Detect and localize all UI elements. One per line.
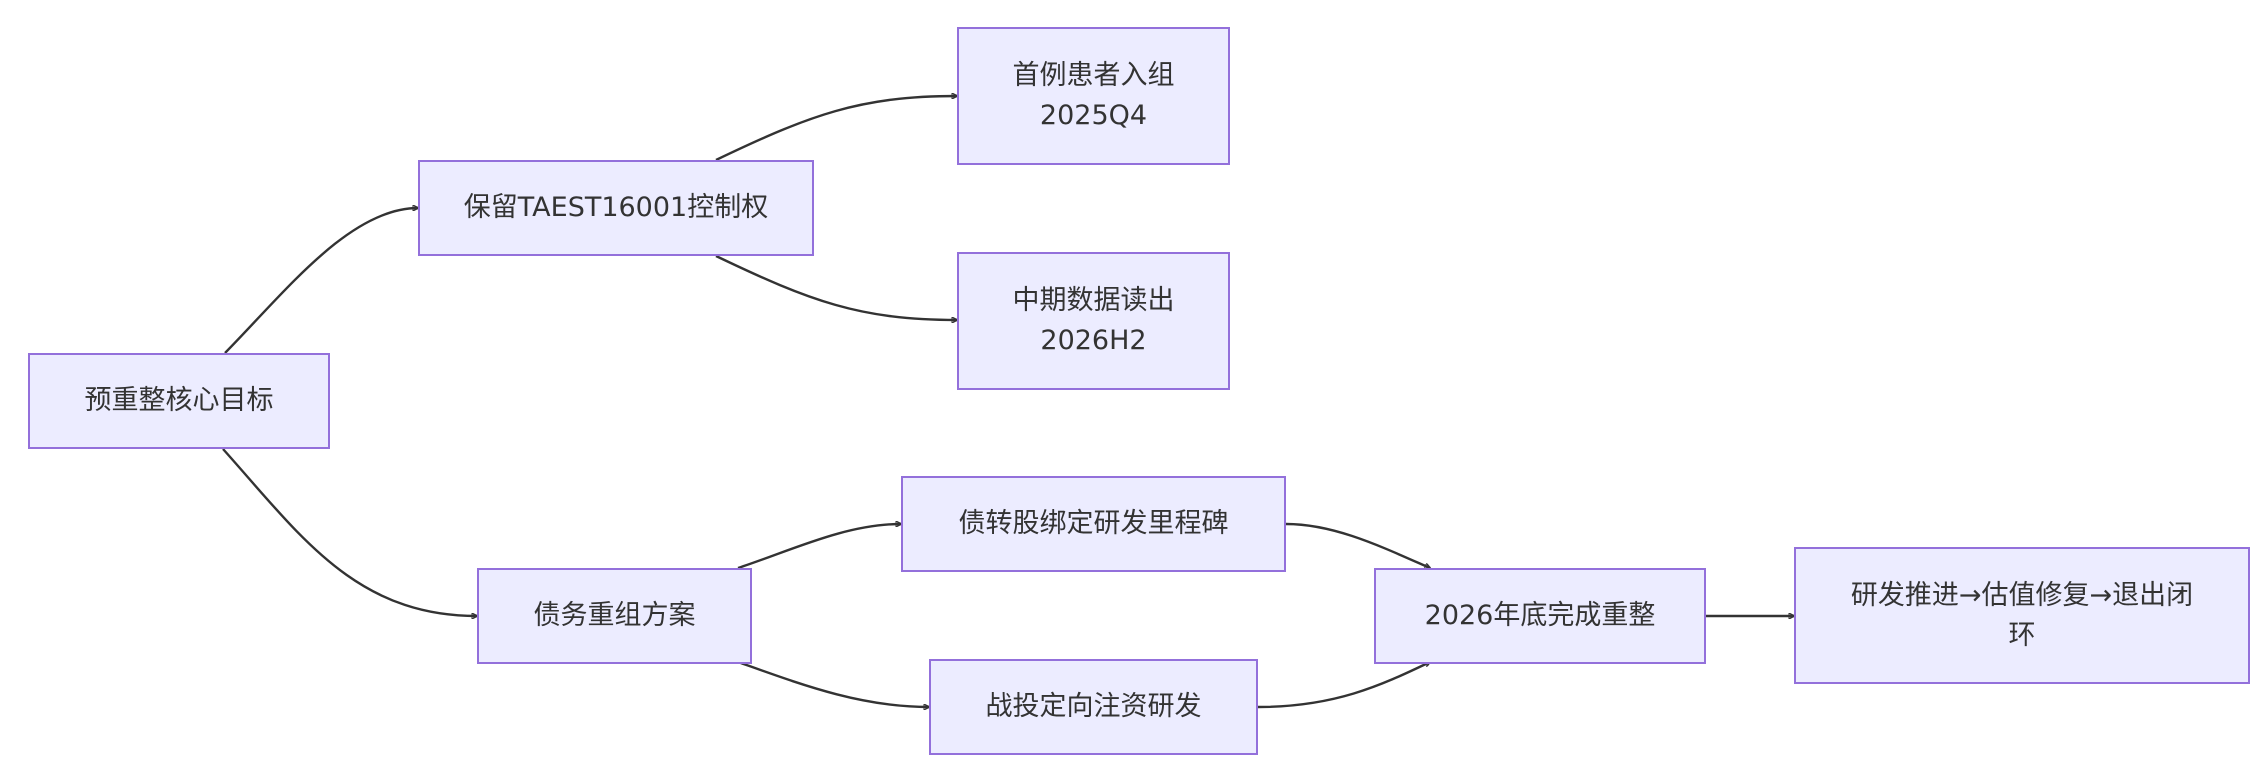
node-interim-data: 中期数据读出 2026H2 bbox=[957, 252, 1230, 390]
node-complete-by-2026: 2026年底完成重整 bbox=[1374, 568, 1706, 664]
node-core-goal: 预重整核心目标 bbox=[28, 353, 330, 449]
node-closed-loop-label: 研发推进→估值修复→退出闭环 bbox=[1850, 579, 2194, 651]
edge-retain-control-to-first-patient bbox=[715, 96, 957, 162]
node-debt-to-equity: 债转股绑定研发里程碑 bbox=[901, 476, 1286, 572]
node-strategic-investment: 战投定向注资研发 bbox=[929, 659, 1258, 755]
node-debt-plan: 债务重组方案 bbox=[477, 568, 752, 664]
node-first-patient-label: 首例患者入组 2025Q4 bbox=[1012, 60, 1175, 131]
node-closed-loop: 研发推进→估值修复→退出闭环 bbox=[1794, 547, 2250, 684]
node-debt-plan-label: 债务重组方案 bbox=[533, 600, 696, 631]
node-first-patient: 首例患者入组 2025Q4 bbox=[957, 27, 1230, 165]
node-strategic-investment-label: 战投定向注资研发 bbox=[985, 691, 1202, 722]
edge-debt-plan-to-strategic-investment bbox=[737, 660, 929, 707]
node-complete-by-2026-label: 2026年底完成重整 bbox=[1424, 600, 1656, 631]
edge-debt-to-equity-to-complete bbox=[1285, 522, 1430, 568]
edge-strategic-investment-to-complete bbox=[1257, 662, 1430, 709]
edge-core-goal-to-retain-control bbox=[224, 208, 418, 354]
node-core-goal-label: 预重整核心目标 bbox=[84, 385, 274, 416]
edge-core-goal-to-debt-plan bbox=[222, 448, 477, 616]
node-retain-control-label: 保留TAEST16001控制权 bbox=[463, 192, 769, 223]
node-interim-data-label: 中期数据读出 2026H2 bbox=[1012, 285, 1175, 356]
edge-debt-plan-to-debt-to-equity bbox=[737, 524, 901, 570]
node-debt-to-equity-label: 债转股绑定研发里程碑 bbox=[958, 508, 1229, 539]
node-retain-control: 保留TAEST16001控制权 bbox=[418, 160, 814, 256]
edge-retain-control-to-interim-data bbox=[715, 254, 957, 320]
